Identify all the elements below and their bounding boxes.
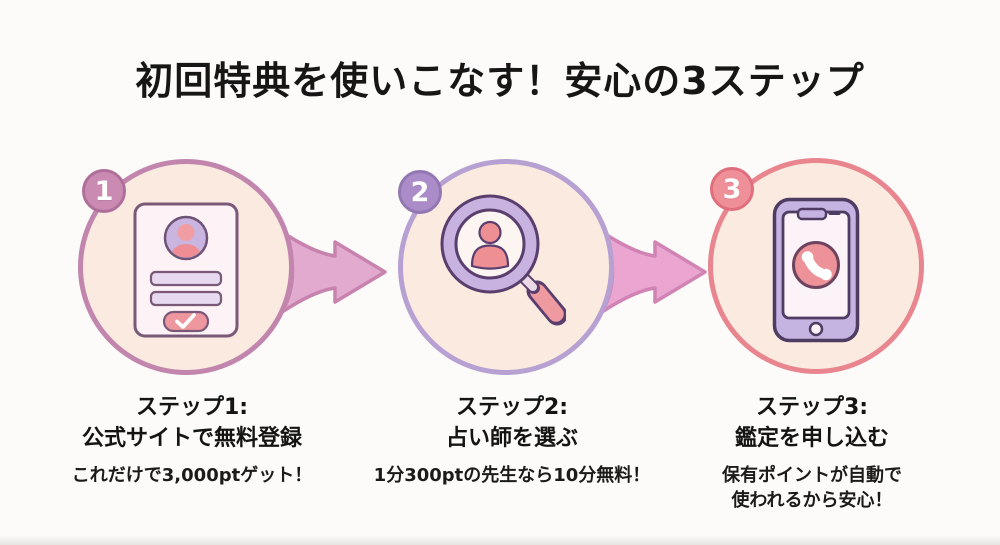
person-body (470, 244, 510, 270)
step1-title-line1: ステップ1: (135, 395, 249, 420)
step1-circle (78, 159, 294, 375)
checkmark-icon (175, 313, 196, 329)
phone-call-icon (772, 197, 860, 343)
page-title: 初回特典を使いこなす！安心の3ステップ (135, 59, 865, 103)
step3-title-line2: 鑑定を申し込む (734, 426, 889, 451)
fortune-teller-search-icon (440, 194, 566, 326)
step2-title-line2: 占い師を選ぶ (445, 426, 578, 451)
step2-number-badge: 2 (398, 170, 442, 214)
step2-caption: ステップ2: 占い師を選ぶ 1分300ptの先生なら10分無料！ (350, 392, 674, 488)
step2-number: 2 (410, 176, 430, 208)
step1-number: 1 (94, 175, 114, 207)
step3-title-line1: ステップ3: (755, 395, 869, 420)
form-input-field (149, 270, 223, 287)
step1-caption: ステップ1: 公式サイトで無料登録 これだけで3,000ptゲット！ (30, 392, 354, 488)
form-input-field (149, 290, 223, 307)
step1-title-line2: 公式サイトで無料登録 (81, 426, 302, 451)
person-head (478, 220, 502, 245)
registration-form-icon (133, 202, 239, 338)
step3-caption: ステップ3: 鑑定を申し込む 保有ポイントが自動で 使われるから安心！ (653, 392, 971, 513)
phone-notch (796, 207, 828, 221)
arrow-step1-to-step2-icon (280, 230, 387, 314)
magnifier-handle (530, 284, 564, 322)
step2-title-line1: ステップ2: (455, 395, 569, 420)
step3-subtitle: 保有ポイントが自動で 使われるから安心！ (722, 465, 902, 511)
step2-title: ステップ2: 占い師を選ぶ (350, 392, 674, 454)
step3-number-badge: 3 (710, 167, 754, 211)
step2-subtitle: 1分300ptの先生なら10分無料！ (373, 465, 651, 486)
step1-subtitle: これだけで3,000ptゲット！ (71, 465, 313, 486)
step3-title: ステップ3: 鑑定を申し込む (653, 392, 971, 454)
step1-title: ステップ1: 公式サイトで無料登録 (30, 392, 354, 454)
arrow-step2-to-step3-icon (600, 230, 707, 314)
step3-number: 3 (722, 173, 742, 205)
home-button-icon (808, 321, 824, 337)
step1-number-badge: 1 (82, 169, 126, 213)
